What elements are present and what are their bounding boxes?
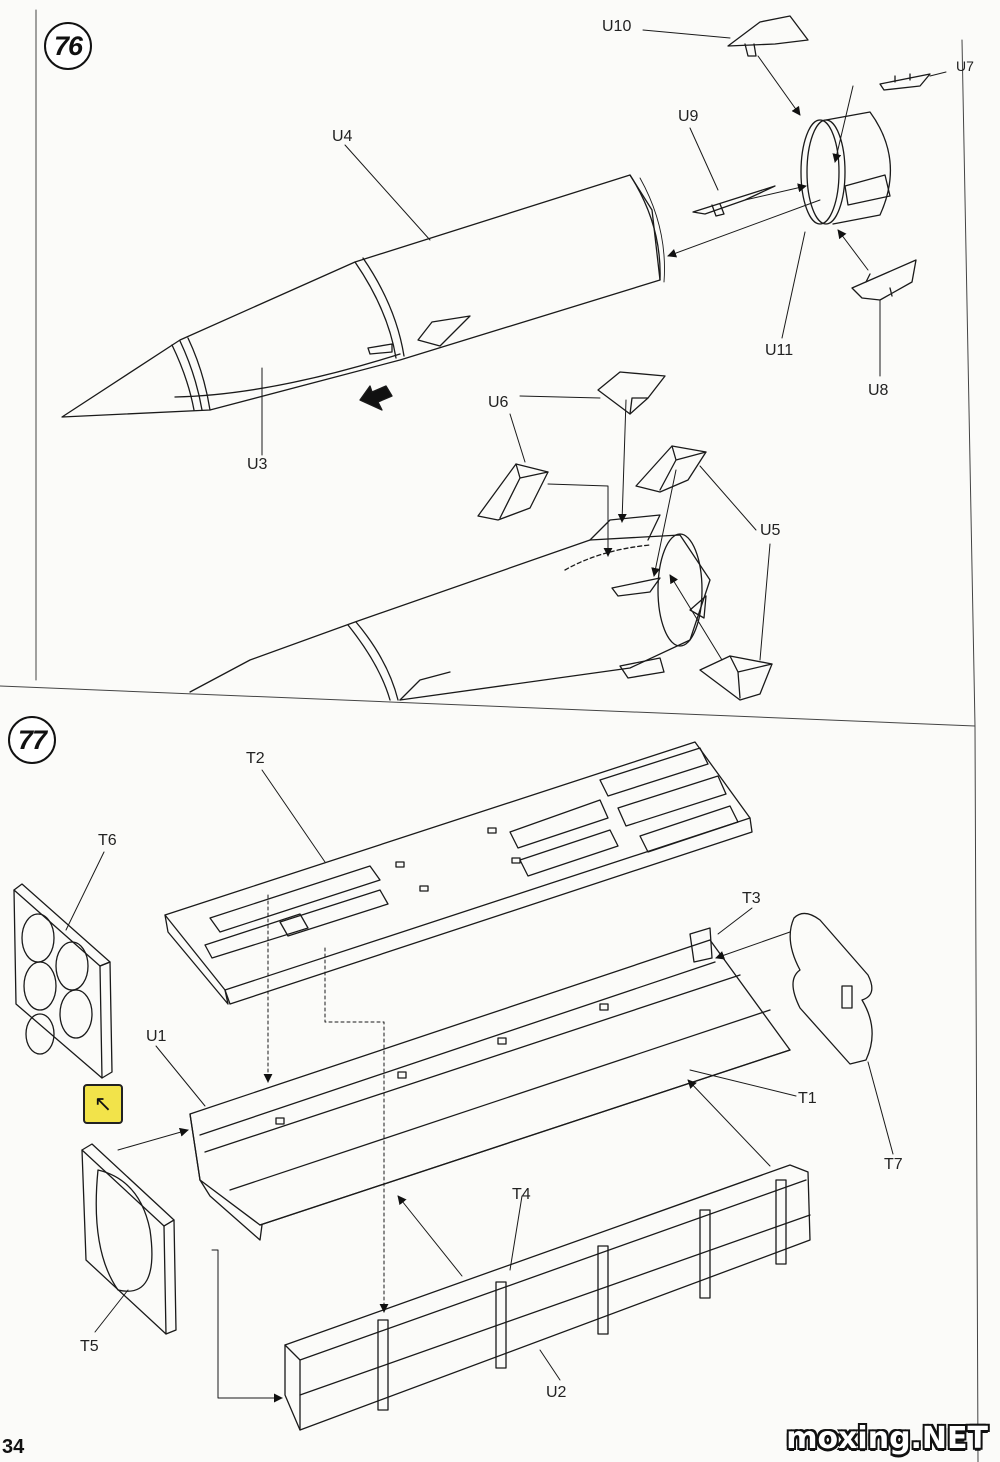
- label-u5: U5: [760, 522, 781, 539]
- label-t1: T1: [798, 1090, 817, 1107]
- step-number-77: 77: [8, 716, 56, 764]
- part-u6-a: [597, 371, 666, 415]
- part-u9: [692, 185, 776, 217]
- part-t6-frame: [13, 883, 113, 1079]
- glue-hint-icon: ↖: [83, 1084, 123, 1124]
- label-u2: U2: [546, 1384, 567, 1401]
- step-number-76: 76: [44, 22, 92, 70]
- label-u8: U8: [868, 382, 889, 399]
- assembly-arrows-77: [117, 894, 791, 1403]
- page-frame: [0, 9, 979, 1462]
- label-t6: T6: [98, 832, 117, 849]
- part-u7: [879, 73, 931, 91]
- leader-lines-77: [65, 769, 894, 1381]
- assembly-arrows-76b: [547, 399, 723, 661]
- part-u1-body: [189, 939, 791, 1241]
- assembly-arrows-76: [667, 55, 869, 271]
- part-u11-cap: [800, 111, 891, 225]
- label-u10: U10: [602, 18, 632, 35]
- missile-front-section: [61, 174, 665, 418]
- label-t7: T7: [884, 1156, 903, 1173]
- label-u11: U11: [765, 342, 794, 359]
- part-t2-lid: [164, 741, 753, 1005]
- watermark: moxing.NET: [786, 1421, 988, 1456]
- direction-arrow-icon: [359, 385, 393, 411]
- part-t3-strip: [689, 927, 713, 963]
- part-u5-b: [699, 655, 773, 701]
- part-t5-frame: [81, 1143, 177, 1335]
- leader-lines-76: [261, 29, 947, 456]
- label-t4: T4: [512, 1186, 531, 1203]
- part-u5-a: [635, 445, 707, 493]
- page-number: 34: [2, 1436, 25, 1458]
- label-u3: U3: [247, 456, 268, 473]
- label-t2: T2: [246, 750, 265, 767]
- part-u10: [727, 15, 809, 57]
- label-u9: U9: [678, 108, 699, 125]
- label-u1: U1: [146, 1028, 167, 1045]
- leader-lines-76b: [509, 395, 771, 661]
- missile-rear-view: [189, 514, 711, 701]
- label-u7: U7: [956, 58, 974, 74]
- label-t3: T3: [742, 890, 761, 907]
- label-u4: U4: [332, 128, 353, 145]
- part-t7-plate: [789, 912, 873, 1065]
- part-u8: [851, 259, 917, 301]
- label-t5: T5: [80, 1338, 99, 1355]
- part-u6-b: [477, 463, 549, 521]
- part-u2-lower: [284, 1164, 811, 1431]
- label-u6: U6: [488, 394, 509, 411]
